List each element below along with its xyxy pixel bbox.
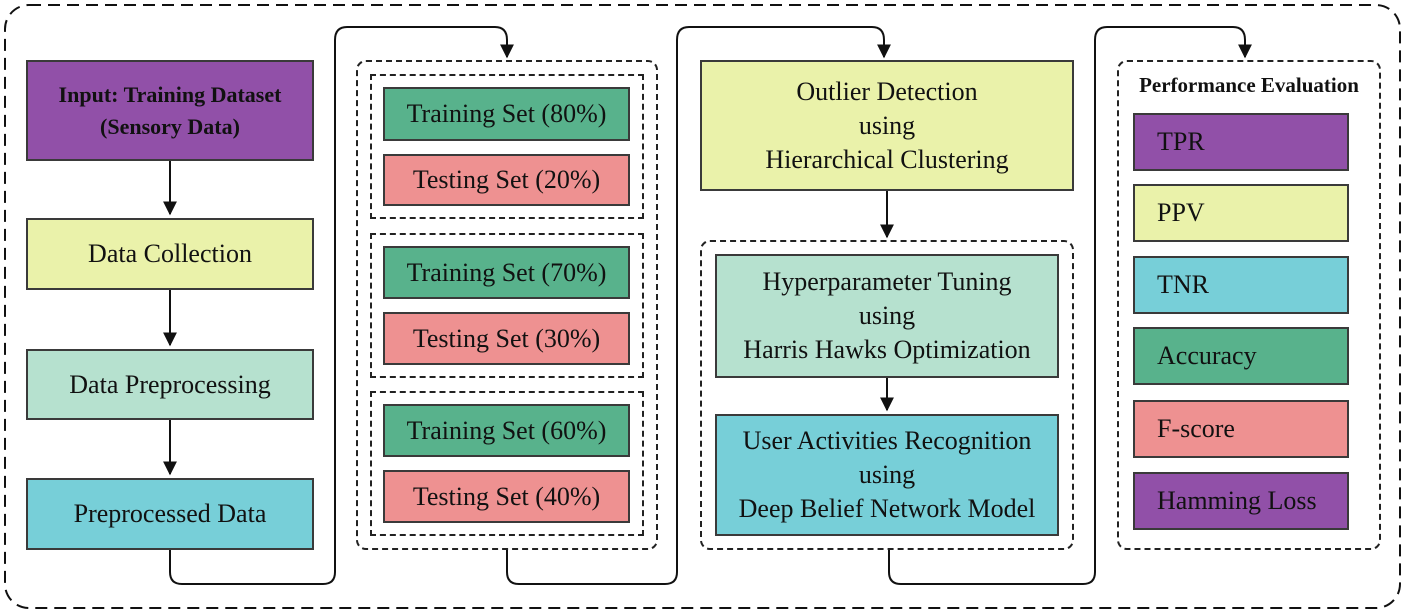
metric-fscore-label: F-score: [1157, 414, 1235, 443]
metric-tpr-label: TPR: [1157, 127, 1205, 156]
tuning-line-2: using: [858, 301, 916, 330]
metric-ppv-box: PPV: [1133, 184, 1349, 242]
input-title-line: Input: Training Dataset: [58, 81, 282, 107]
recognition-line-3: Deep Belief Network Model: [738, 494, 1036, 523]
metric-tnr-label: TNR: [1157, 270, 1209, 299]
metric-tpr-box: TPR: [1133, 113, 1349, 171]
metric-ppv-label: PPV: [1157, 198, 1205, 227]
recognition-line-2: using: [858, 460, 916, 489]
preprocessed-data-label: Preprocessed Data: [73, 499, 267, 528]
input-subtitle-line: (Sensory Data): [100, 113, 240, 139]
testing-set-30-box: Testing Set (30%): [383, 312, 630, 365]
metric-fscore-box: F-score: [1133, 400, 1349, 458]
connector-data-to-splits: [169, 26, 514, 585]
training-set-60-box: Training Set (60%): [383, 404, 630, 457]
activity-recognition-box: User Activities Recognition using Deep B…: [715, 414, 1059, 536]
outlier-line-2: using: [858, 110, 916, 140]
training-set-70-box: Training Set (70%): [383, 246, 630, 299]
metric-hamming-loss-label: Hamming Loss: [1157, 486, 1317, 515]
hyperparameter-tuning-box: Hyperparameter Tuning using Harris Hawks…: [715, 254, 1059, 378]
data-preprocessing-box: Data Preprocessing: [26, 349, 314, 420]
metric-accuracy-label: Accuracy: [1157, 341, 1257, 370]
split-group-70-30: [370, 233, 644, 378]
testing-set-20-label: Testing Set (20%): [412, 165, 601, 194]
performance-evaluation-title: Performance Evaluation: [1139, 73, 1359, 97]
data-preprocessing-label: Data Preprocessing: [69, 369, 271, 399]
split-group-80-20: [370, 74, 644, 219]
training-set-80-label: Training Set (80%): [406, 99, 607, 128]
metric-tnr-box: TNR: [1133, 256, 1349, 314]
connector-model-to-evaluation: [888, 26, 1252, 585]
metric-hamming-loss-box: Hamming Loss: [1133, 472, 1349, 530]
testing-set-30-label: Testing Set (30%): [412, 323, 601, 353]
outlier-line-1: Outlier Detection: [796, 76, 978, 106]
training-set-80-box: Training Set (80%): [383, 87, 630, 141]
split-group-60-40: [370, 391, 644, 536]
tuning-line-3: Harris Hawks Optimization: [743, 335, 1031, 364]
data-collection-box: Data Collection: [26, 218, 314, 290]
testing-set-40-label: Testing Set (40%): [412, 481, 601, 511]
testing-set-40-box: Testing Set (40%): [383, 470, 630, 523]
outer-frame: [4, 4, 1401, 609]
dataset-splits-group: [356, 60, 658, 550]
preprocessed-data-box: Preprocessed Data: [26, 478, 314, 550]
performance-evaluation-group: [1117, 60, 1381, 550]
connector-splits-to-outlier: [506, 26, 891, 585]
training-set-60-label: Training Set (60%): [406, 415, 607, 445]
data-collection-label: Data Collection: [88, 239, 252, 268]
training-set-70-label: Training Set (70%): [406, 257, 607, 287]
recognition-line-1: User Activities Recognition: [742, 426, 1032, 455]
outlier-detection-box: Outlier Detection using Hierarchical Clu…: [700, 60, 1074, 191]
metric-accuracy-box: Accuracy: [1133, 327, 1349, 385]
tuning-line-1: Hyperparameter Tuning: [762, 267, 1012, 296]
model-training-group: [700, 240, 1074, 550]
testing-set-20-box: Testing Set (20%): [383, 154, 630, 206]
outlier-line-3: Hierarchical Clustering: [765, 144, 1009, 174]
input-training-dataset-box: Input: Training Dataset (Sensory Data): [26, 60, 314, 161]
